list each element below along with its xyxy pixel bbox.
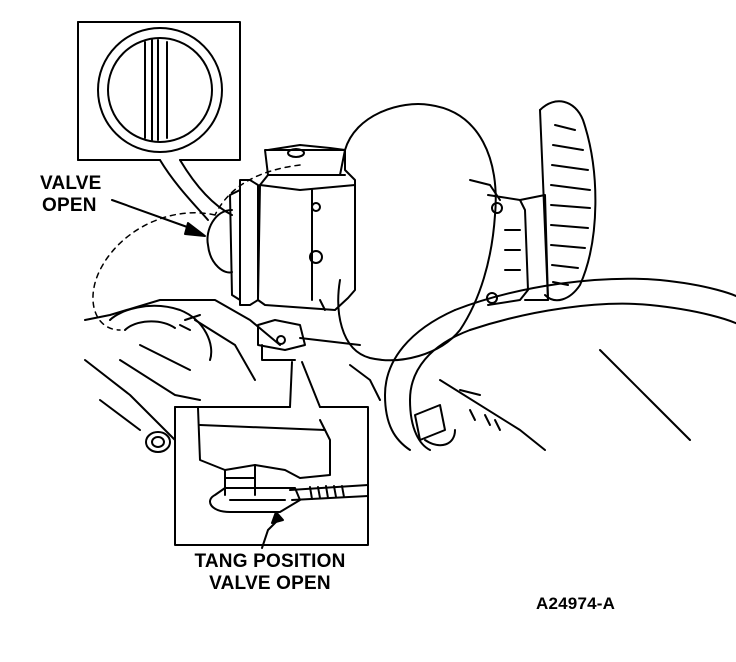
wastegate-dome: [206, 179, 259, 306]
engine-block: [84, 299, 281, 453]
frame-rail: [349, 349, 691, 451]
turbine-housing: [257, 144, 356, 311]
turbo-compressor-housing: [337, 103, 501, 362]
tang-position-label-line1: TANG POSITION: [194, 551, 346, 572]
valve-open-label-line1: VALVE: [40, 173, 102, 194]
wastegate-actuator-linkage: [257, 319, 361, 361]
tang-position-label-line2: VALVE OPEN: [209, 573, 331, 594]
figure-id: A24974-A: [536, 594, 616, 613]
valve-open-label-line2: OPEN: [42, 195, 97, 216]
valve-open-label: VALVE OPEN: [40, 173, 102, 217]
air-filter-element: [539, 100, 597, 302]
valve-disc-callout: [77, 21, 241, 221]
tang-detail-callout: [174, 361, 369, 549]
valve-open-arrow: [111, 199, 206, 237]
hose: [384, 277, 736, 451]
tang-position-label: TANG POSITION VALVE OPEN: [180, 551, 360, 595]
